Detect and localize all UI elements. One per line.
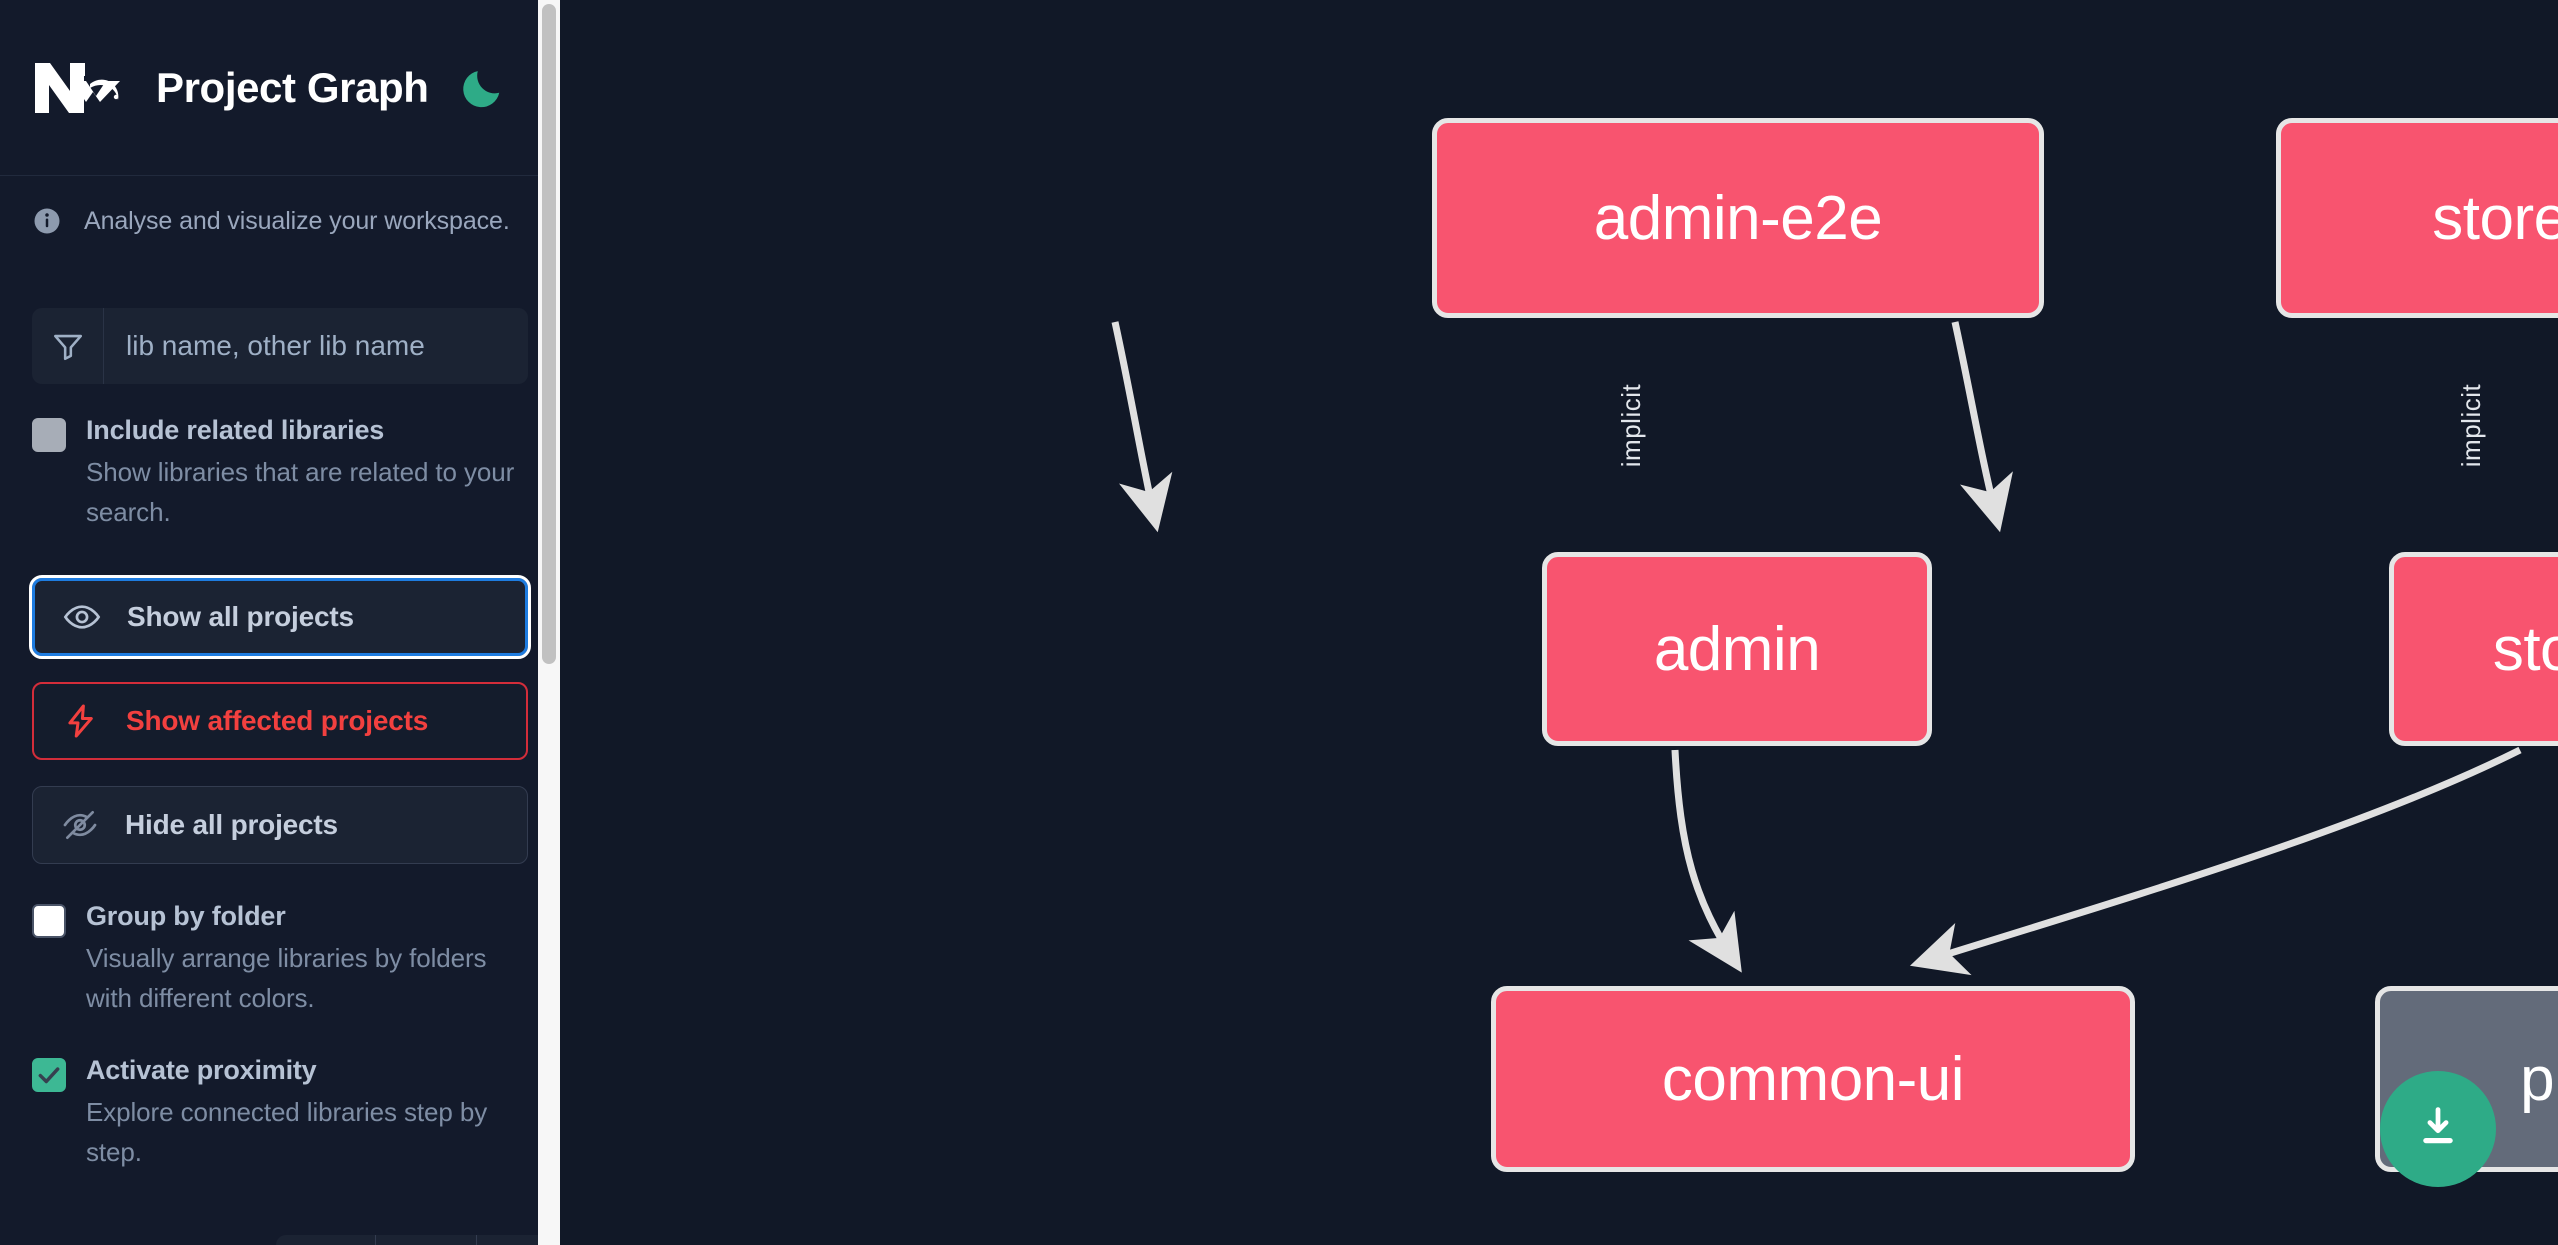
sidebar-tagline-text: Analyse and visualize your workspace. bbox=[84, 206, 510, 235]
graph-node-label: admin bbox=[1653, 614, 1821, 684]
graph-node-store-e2e[interactable]: store-e2e bbox=[2276, 118, 2558, 318]
info-icon bbox=[32, 206, 62, 236]
show-all-projects-button[interactable]: Show all projects bbox=[29, 575, 531, 659]
option-include-related-libraries[interactable]: Include related libraries Show libraries… bbox=[0, 412, 560, 532]
sidebar-tagline: Analyse and visualize your workspace. bbox=[0, 176, 560, 246]
search-bar bbox=[32, 308, 528, 384]
group-by-folder-checkbox[interactable] bbox=[32, 904, 66, 938]
sidebar: Project Graph Analyse and visualize your… bbox=[0, 0, 560, 1245]
search-input[interactable] bbox=[104, 308, 528, 384]
sidebar-scrollbar-thumb[interactable] bbox=[542, 4, 556, 664]
sidebar-header: Project Graph bbox=[0, 0, 560, 176]
graph-node-label: products bbox=[2520, 1044, 2558, 1114]
filter-funnel-icon[interactable] bbox=[32, 308, 104, 384]
download-icon bbox=[2411, 1101, 2465, 1158]
show-affected-projects-label: Show affected projects bbox=[126, 705, 429, 736]
graph-canvas[interactable]: admin-e2e store-e2e admin store common-u… bbox=[560, 0, 2558, 1245]
group-by-folder-label: Group by folder bbox=[86, 901, 286, 931]
graph-edges bbox=[1111, 321, 2522, 976]
edge-admin-e2e-to-admin bbox=[1111, 321, 1173, 533]
bolt-icon bbox=[62, 702, 100, 740]
include-related-libraries-label: Include related libraries bbox=[86, 415, 385, 445]
sidebar-button-stack: Show all projects Show affected projects bbox=[0, 575, 560, 864]
hide-all-projects-label: Hide all projects bbox=[125, 809, 338, 840]
nx-logo-icon bbox=[32, 57, 124, 119]
sidebar-scrollbar[interactable] bbox=[538, 0, 560, 1245]
hide-all-projects-button[interactable]: Hide all projects bbox=[32, 786, 528, 864]
eye-icon bbox=[63, 598, 101, 636]
activate-proximity-label: Activate proximity bbox=[86, 1055, 317, 1085]
option-group-by-folder[interactable]: Group by folder Visually arrange librari… bbox=[0, 898, 560, 1018]
proximity-stepper-group[interactable] bbox=[276, 1235, 560, 1245]
moon-icon[interactable] bbox=[459, 65, 505, 111]
show-affected-projects-button[interactable]: Show affected projects bbox=[32, 682, 528, 760]
page-title: Project Graph bbox=[156, 63, 429, 111]
proximity-step-value[interactable] bbox=[376, 1235, 477, 1245]
activate-proximity-description: Explore connected libraries step by step… bbox=[86, 1097, 488, 1167]
proximity-step-decrease[interactable] bbox=[276, 1235, 377, 1245]
group-by-folder-description: Visually arrange libraries by folders wi… bbox=[86, 943, 487, 1013]
graph-node-admin-e2e[interactable]: admin-e2e bbox=[1432, 118, 2044, 318]
download-graph-button[interactable] bbox=[2380, 1071, 2496, 1187]
activate-proximity-checkbox[interactable] bbox=[32, 1058, 66, 1092]
graph-node-label: store bbox=[2492, 614, 2558, 684]
include-related-libraries-description: Show libraries that are related to your … bbox=[86, 457, 515, 527]
include-related-libraries-checkbox[interactable] bbox=[32, 418, 66, 452]
eye-off-icon bbox=[61, 806, 99, 844]
graph-node-label: store-e2e bbox=[2432, 183, 2558, 253]
graph-node-common-ui[interactable]: common-ui bbox=[1491, 986, 2135, 1172]
option-activate-proximity[interactable]: Activate proximity Explore connected lib… bbox=[0, 1052, 560, 1172]
graph-node-label: common-ui bbox=[1661, 1044, 1965, 1114]
graph-node-label: admin-e2e bbox=[1593, 183, 1883, 253]
graph-node-admin[interactable]: admin bbox=[1542, 552, 1932, 746]
graph-node-store[interactable]: store bbox=[2389, 552, 2558, 746]
show-all-projects-label: Show all projects bbox=[127, 601, 354, 632]
